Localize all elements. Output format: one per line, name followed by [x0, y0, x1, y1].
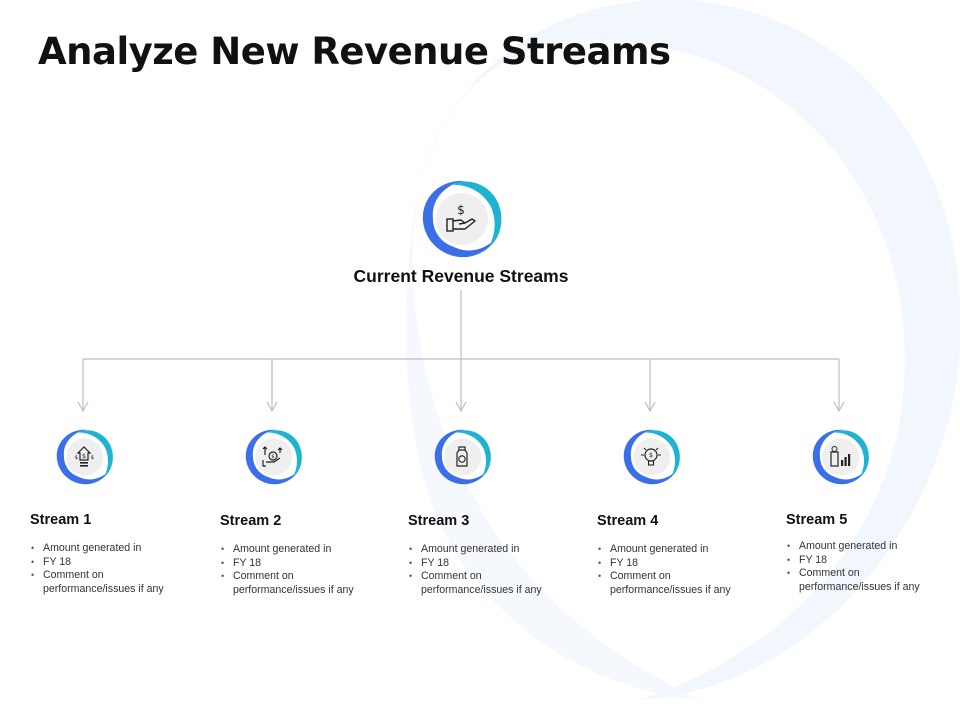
stream-2: Stream 2 Amount generated in FY 18 Comme… — [220, 513, 400, 597]
stream-2-icon-ring: $ — [243, 427, 303, 487]
stream-bullets: Amount generated in FY 18 Comment onperf… — [30, 542, 210, 596]
stream-title: Stream 5 — [786, 512, 848, 528]
stream-1: Stream 1 Amount generated in FY 18 Comme… — [30, 512, 210, 596]
stream-title: Stream 2 — [220, 513, 282, 529]
bullet: FY 18 — [786, 554, 960, 568]
stream-title: Stream 3 — [408, 513, 470, 529]
stream-5-icon-ring — [810, 427, 870, 487]
svg-text:$: $ — [82, 453, 86, 460]
bullet: Amount generated in — [220, 543, 400, 557]
svg-text:$: $ — [649, 452, 653, 459]
hand-with-dollar-icon: $ — [419, 177, 503, 261]
stream-title: Stream 4 — [597, 513, 659, 529]
slide-title: Analyze New Revenue Streams — [38, 30, 671, 73]
bullet: Amount generated in — [597, 543, 777, 557]
stream-bullets: Amount generated in FY 18 Comment onperf… — [408, 543, 588, 597]
bullet: FY 18 — [30, 556, 210, 570]
hand-money-bag-growth-icon: $ — [243, 427, 303, 487]
bullet: FY 18 — [597, 557, 777, 571]
root-label: Current Revenue Streams — [353, 266, 569, 286]
bullet: FY 18 — [408, 557, 588, 571]
stream-3: Stream 3 Amount generated in FY 18 Comme… — [408, 513, 588, 597]
bullet: Amount generated in — [786, 540, 960, 554]
svg-text:$: $ — [457, 203, 465, 217]
money-jar-icon — [432, 427, 492, 487]
svg-text:$: $ — [75, 455, 79, 461]
building-chart-icon — [810, 427, 870, 487]
bullet: Amount generated in — [408, 543, 588, 557]
stream-4-icon-ring: $ — [621, 427, 681, 487]
bullet: FY 18 — [220, 557, 400, 571]
stream-title: Stream 1 — [30, 512, 92, 528]
bullet: Amount generated in — [30, 542, 210, 556]
stream-5: Stream 5 Amount generated in FY 18 Comme… — [786, 512, 960, 594]
stream-bullets: Amount generated in FY 18 Comment onperf… — [786, 540, 960, 594]
stream-bullets: Amount generated in FY 18 Comment onperf… — [597, 543, 777, 597]
house-money-growth-icon: $ $ $ — [54, 427, 114, 487]
root-icon-ring: $ — [419, 177, 503, 261]
svg-text:$: $ — [271, 454, 275, 460]
svg-text:$: $ — [91, 455, 95, 461]
stream-bullets: Amount generated in FY 18 Comment onperf… — [220, 543, 400, 597]
stream-3-icon-ring — [432, 427, 492, 487]
stream-4: Stream 4 Amount generated in FY 18 Comme… — [597, 513, 777, 597]
lightbulb-currency-icon: $ — [621, 427, 681, 487]
stream-1-icon-ring: $ $ $ — [54, 427, 114, 487]
